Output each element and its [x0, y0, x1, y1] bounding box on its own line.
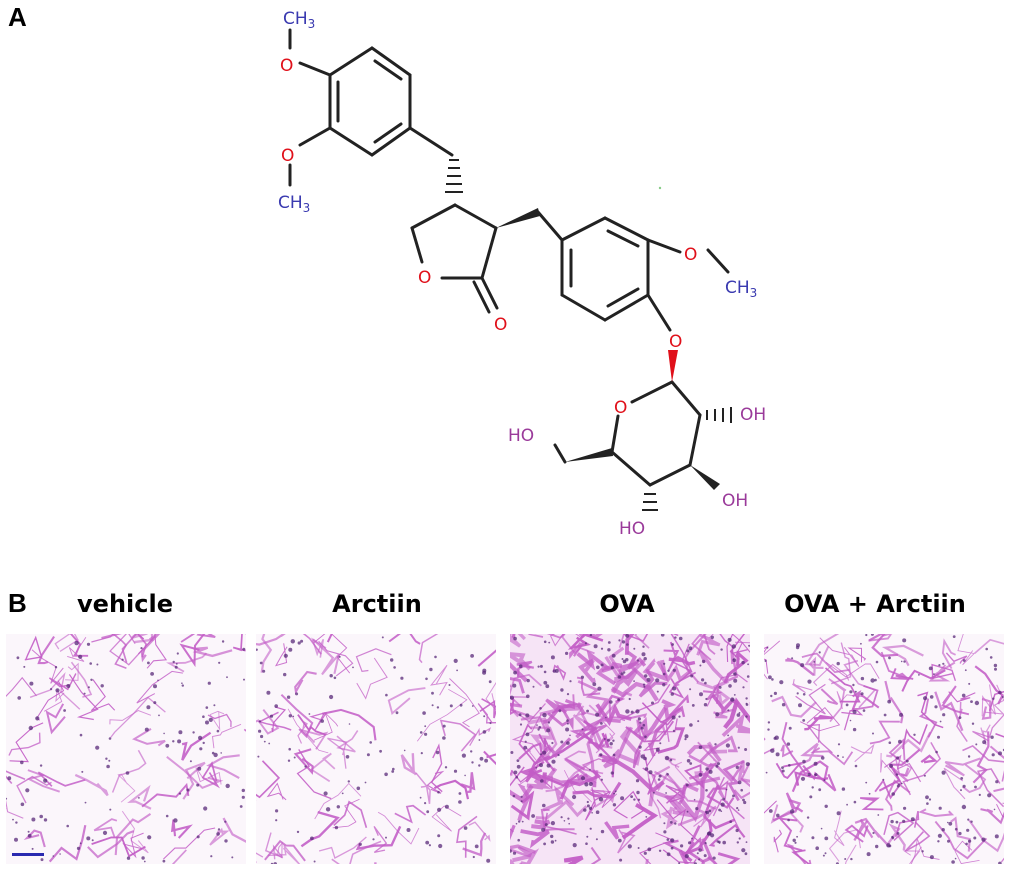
- atom-label: O: [280, 56, 293, 76]
- bond: [298, 126, 332, 147]
- atom-label: CH3: [278, 193, 310, 215]
- atom-label: HO: [619, 519, 645, 539]
- bond: [472, 280, 491, 314]
- bond: [328, 46, 374, 77]
- atom-label: HO: [508, 426, 534, 446]
- micrograph-ova-arctiin: [764, 634, 1004, 864]
- bond: [373, 59, 403, 81]
- bond: [298, 61, 332, 77]
- atom-label: OH: [722, 491, 748, 511]
- bond: [606, 287, 640, 308]
- bond: [646, 293, 672, 332]
- bond: [328, 126, 374, 157]
- group-title-arctiin: Arctiin: [332, 590, 422, 618]
- bond: [646, 238, 682, 254]
- panel-a-label: A: [8, 2, 27, 32]
- atom-label: O: [684, 245, 697, 265]
- bond: [706, 248, 730, 274]
- bond: [610, 450, 652, 487]
- bond: [480, 276, 499, 310]
- bond: [410, 226, 424, 264]
- bond: [606, 229, 640, 248]
- bond: [410, 203, 457, 230]
- atom-label: O: [281, 146, 294, 166]
- group-title-vehicle: vehicle: [77, 590, 173, 618]
- micrograph-arctiin: [256, 634, 496, 864]
- bond: [630, 380, 674, 404]
- atom-label: CH3: [725, 278, 757, 300]
- bond: [453, 203, 498, 230]
- bond: [610, 414, 620, 454]
- atom-label: O: [669, 332, 682, 352]
- wedge-bond: [496, 208, 540, 228]
- atom-label: OH: [740, 405, 766, 425]
- atom-label: O: [494, 315, 507, 335]
- arctiin-structure: CH3 O O CH3 O O O CH3 O O OH OH HO HO: [278, 9, 766, 539]
- bond: [560, 216, 607, 242]
- bond: [370, 46, 412, 77]
- bond: [688, 413, 702, 467]
- group-title-ova: OVA: [599, 590, 655, 618]
- atom-label: O: [614, 398, 627, 418]
- wedge-bond: [565, 448, 613, 462]
- micrograph-ova: [510, 634, 750, 864]
- wedge-bond-red: [668, 350, 678, 382]
- panel-b-label: B: [8, 588, 27, 618]
- bond: [648, 463, 692, 487]
- bond: [553, 443, 567, 464]
- bond: [603, 293, 650, 322]
- group-title-ova-arctiin: OVA + Arctiin: [784, 590, 966, 618]
- atom-label: CH3: [283, 9, 315, 31]
- wedge-bond: [690, 465, 720, 490]
- bond: [373, 122, 403, 144]
- micrograph-vehicle: [6, 634, 246, 864]
- scale-bar: [12, 853, 44, 856]
- bond: [370, 126, 412, 157]
- artifact-dot: [658, 186, 662, 190]
- atom-label: O: [418, 268, 431, 288]
- hashed-bonds: [445, 159, 732, 511]
- bond: [408, 126, 454, 157]
- bond: [603, 216, 650, 242]
- bond: [480, 226, 498, 280]
- bond: [670, 380, 702, 417]
- bond: [560, 293, 607, 322]
- bond: [536, 210, 564, 242]
